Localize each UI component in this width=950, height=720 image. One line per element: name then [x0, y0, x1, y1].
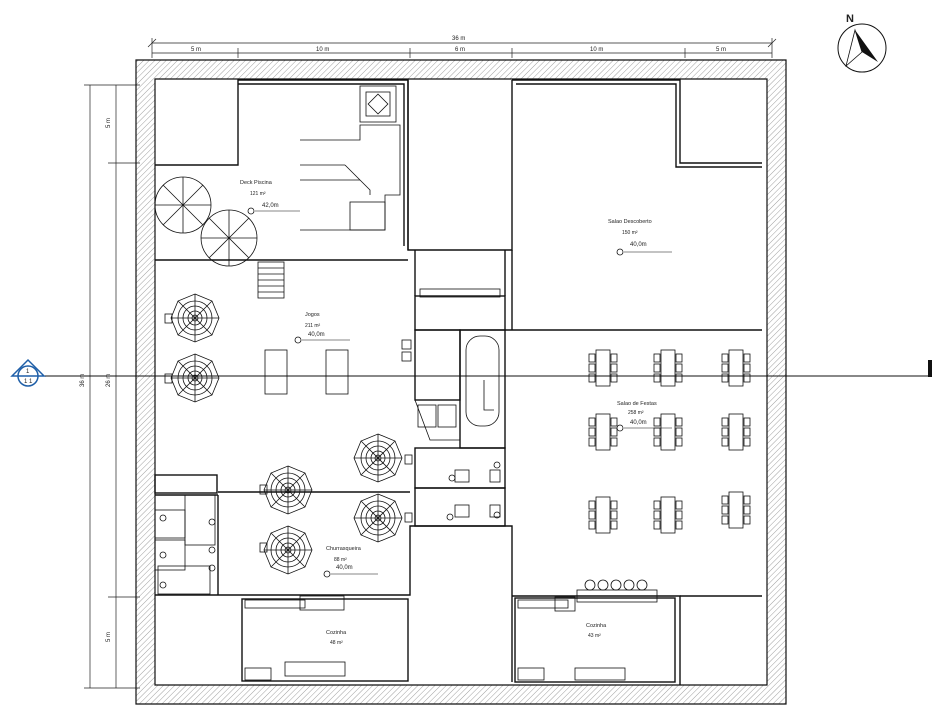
dim-top-5m: 5 m — [106, 118, 112, 128]
room-cozinha-1: Cozinha 48 m² — [326, 630, 347, 646]
service-fixtures — [154, 288, 501, 595]
room-name: Salao de Festas — [617, 401, 657, 407]
section-end-mark — [928, 360, 932, 377]
room-deck: Deck Piscina 121 m² 42,0m — [240, 180, 300, 215]
kitchen-fixtures — [244, 595, 626, 681]
room-area: 88 m² — [334, 557, 347, 563]
dim-bottom-5m: 5 m — [106, 632, 112, 642]
room-level: 40,0m — [630, 242, 647, 248]
north-arrow-icon: N — [837, 13, 887, 73]
dim-outer-height: 36 m — [80, 374, 86, 387]
room-name: Salao Descoberto — [608, 219, 652, 225]
left-dimensions — [84, 84, 140, 689]
outer-wall — [135, 59, 787, 705]
north-letter: N — [846, 13, 854, 25]
pool-area — [154, 85, 401, 299]
room-name: Churrasqueira — [326, 546, 362, 552]
room-cozinha-2: Cozinha 43 m² — [586, 623, 607, 639]
room-level: 40,0m — [308, 332, 325, 338]
dim-inner-height: 26 m — [106, 374, 112, 387]
room-festas: Salao de Festas 258 m² 40,0m — [616, 401, 672, 432]
dim-seg-1: 5 m — [191, 47, 201, 53]
room-area: 48 m² — [330, 640, 343, 646]
dim-seg-3: 6 m — [455, 47, 465, 53]
room-area: 43 m² — [588, 633, 601, 639]
room-level: 40,0m — [336, 565, 353, 571]
dim-seg-4: 10 m — [590, 47, 603, 53]
room-descoberta: Salao Descoberto 150 m² 40,0m — [608, 219, 672, 256]
room-name: Cozinha — [326, 630, 347, 636]
section-marker: 1 1 1 — [10, 358, 46, 387]
top-dimensions — [147, 38, 777, 58]
room-name: Jogos — [305, 312, 320, 318]
room-name: Cozinha — [586, 623, 607, 629]
dim-seg-5: 5 m — [716, 47, 726, 53]
interior-walls — [154, 79, 762, 685]
room-area: 211 m² — [305, 323, 321, 329]
room-area: 150 m² — [622, 230, 638, 236]
room-area: 121 m² — [250, 191, 266, 197]
umbrella-2 — [200, 209, 258, 267]
dim-total-width: 36 m — [452, 36, 465, 42]
festas-tables — [576, 349, 751, 603]
room-jogos: Jogos 211 m² 40,0m — [294, 312, 350, 344]
section-marker-bottom: 1 1 — [24, 379, 33, 385]
round-tables — [170, 293, 403, 575]
room-level: 40,0m — [630, 420, 647, 426]
room-area: 258 m² — [628, 410, 644, 416]
dim-seg-2: 10 m — [316, 47, 329, 53]
room-level: 42,0m — [262, 203, 279, 209]
room-churrasqueira: Churrasqueira 88 m² 40,0m — [323, 546, 378, 578]
games-furniture — [164, 313, 413, 553]
section-marker-top: 1 — [26, 369, 30, 375]
umbrella-1 — [154, 176, 212, 234]
room-name: Deck Piscina — [240, 180, 273, 186]
